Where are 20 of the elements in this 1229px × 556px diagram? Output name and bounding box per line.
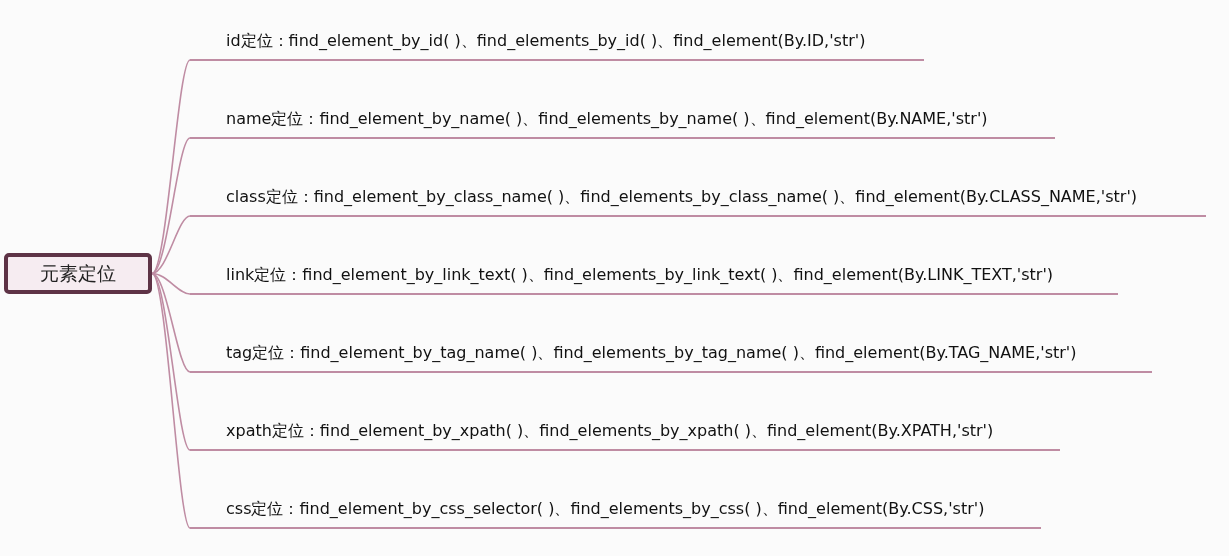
root-topic-label: 元素定位: [40, 260, 116, 286]
root-topic-box: [4, 253, 152, 294]
branch-topic-label: name定位：find_element_by_name( )、find_elements_by_name( )、find_element(By.NAME,'str'): [226, 109, 988, 130]
branch-topic-label: xpath定位：find_element_by_xpath( )、find_elements_by_xpath( )、find_element(By.XPATH,'str'): [226, 421, 994, 442]
branch-connector: [151, 272, 191, 529]
branch-topic-label: id定位：find_element_by_id( )、find_elements_by_id( )、find_element(By.ID,'str'): [226, 31, 866, 52]
branch-topic-label: class定位：find_element_by_class_name( )、find_elements_by_class_name( )、find_element(By.CLASS_NAME,'str'): [226, 187, 1138, 208]
branch-topic-label: tag定位：find_element_by_tag_name( )、find_elements_by_tag_name( )、find_element(By.TAG_NAME,'str'): [226, 343, 1077, 364]
branch-connector: [151, 272, 191, 295]
branch-topic-label: css定位：find_element_by_css_selector( )、find_elements_by_css( )、find_element(By.CSS,'str'): [226, 499, 985, 520]
branch-topic-line: [190, 186, 1206, 217]
branch-connector: [151, 137, 191, 275]
branch-topic-line: [190, 30, 924, 61]
branch-topic-line: [190, 498, 1041, 529]
branch-topic-line: [190, 108, 1055, 139]
branch-connector: [151, 272, 191, 451]
branch-topic-label: link定位：find_element_by_link_text( )、find_elements_by_link_text( )、find_element(By.LINK_TEXT,'str'): [226, 265, 1054, 286]
branch-topic-line: [190, 342, 1152, 373]
branch-topic-line: [190, 420, 1060, 451]
branch-topic-line: [190, 264, 1118, 295]
